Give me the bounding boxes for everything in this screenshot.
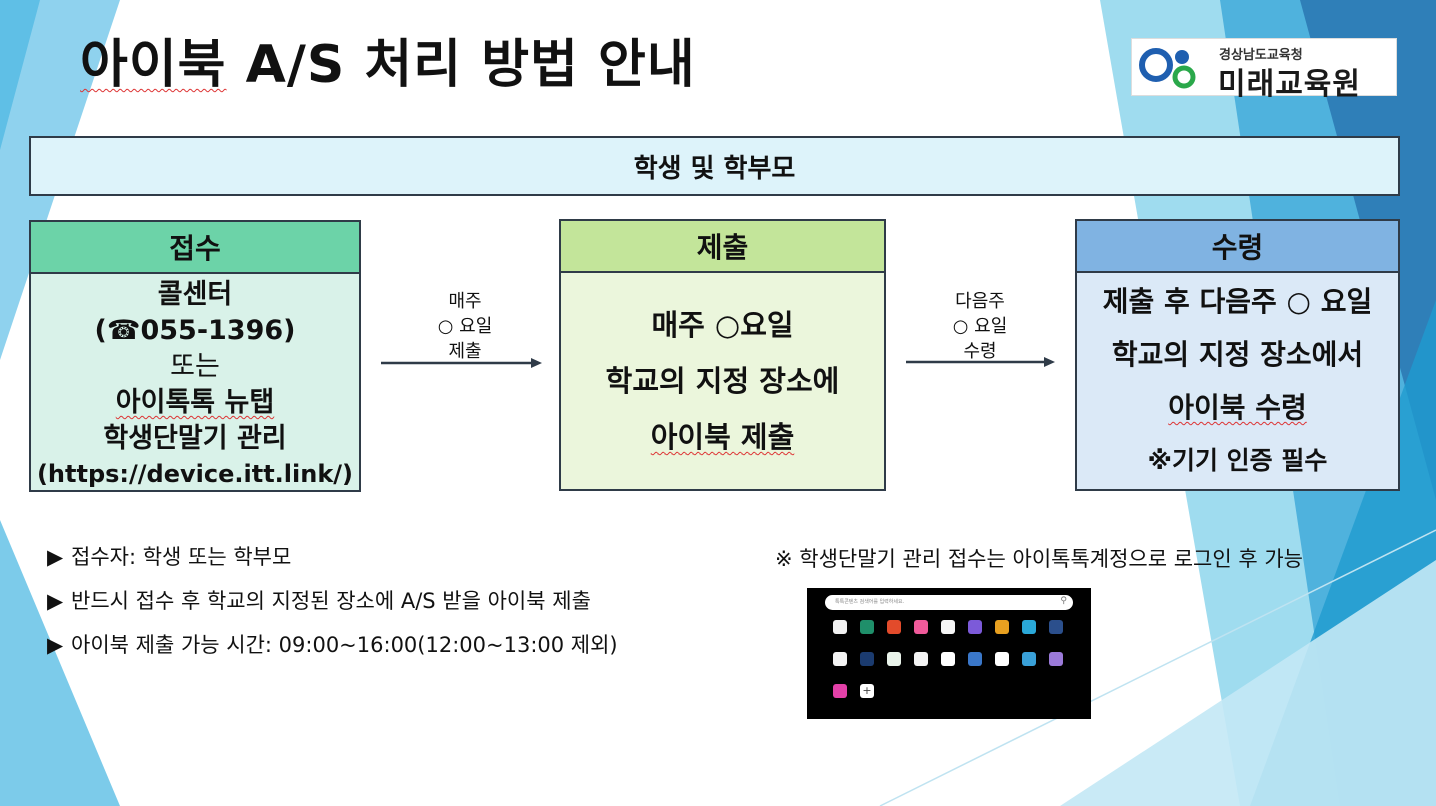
app-icon xyxy=(995,620,1009,634)
step-submit-box: 제출 매주 ○요일 학교의 지정 장소에 아이북 제출 xyxy=(559,219,886,491)
login-note: ※ 학생단말기 관리 접수는 아이톡톡계정으로 로그인 후 가능 xyxy=(775,547,1304,571)
submit-place: 학교의 지정 장소에 xyxy=(605,364,840,398)
app-icon xyxy=(968,652,982,666)
pickup-place: 학교의 지정 장소에서 xyxy=(1111,338,1364,371)
app-icon xyxy=(1049,652,1063,666)
title-word: 아이북 xyxy=(80,35,227,95)
app-icon xyxy=(941,652,955,666)
bullet-item: ▶ 반드시 접수 후 학교의 지정된 장소에 A/S 받을 아이북 제출 xyxy=(47,584,618,628)
step-submit-body: 매주 ○요일 학교의 지정 장소에 아이북 제출 xyxy=(561,273,884,489)
app-icon xyxy=(833,620,847,634)
bullet-arrow-icon: ▶ xyxy=(47,545,64,569)
submit-day: 매주 ○요일 xyxy=(651,308,794,342)
page-title: 아이북 A/S 처리 방법 안내 xyxy=(80,22,696,97)
launcher-app[interactable] xyxy=(883,652,905,666)
arrow-right-icon xyxy=(906,355,1056,369)
launcher-app[interactable] xyxy=(829,652,851,666)
bullet-item: ▶ 접수자: 학생 또는 학부모 xyxy=(47,540,618,584)
launcher-search-placeholder: 톡톡콘텐츠 검색어를 입력하세요. xyxy=(835,599,905,605)
title-rest: A/S 처리 방법 안내 xyxy=(226,35,696,95)
app-launcher-screenshot: 톡톡콘텐츠 검색어를 입력하세요. ⚲ + xyxy=(807,588,1091,719)
bullet-text: 접수자: 학생 또는 학부모 xyxy=(71,545,292,569)
app-icon xyxy=(968,620,982,634)
launcher-app[interactable] xyxy=(910,620,932,634)
bullet-arrow-icon: ▶ xyxy=(47,589,64,613)
pickup-day: 제출 후 다음주 ○ 요일 xyxy=(1102,285,1373,318)
launcher-app[interactable] xyxy=(910,652,932,666)
device-auth-note: ※기기 인증 필수 xyxy=(1147,446,1328,475)
app-icon xyxy=(860,652,874,666)
app-icon xyxy=(995,652,1009,666)
step-pickup-body: 제출 후 다음주 ○ 요일 학교의 지정 장소에서 아이북 수령 ※기기 인증 … xyxy=(1077,273,1398,489)
add-app-button[interactable]: + xyxy=(856,684,878,698)
app-icon xyxy=(1049,620,1063,634)
app-icon xyxy=(833,684,847,698)
arrow-1-label: 매주 ○ 요일 제출 xyxy=(405,289,525,364)
call-center-phone: (☎055-1396) xyxy=(94,315,296,346)
launcher-app[interactable] xyxy=(991,620,1013,634)
or-label: 또는 xyxy=(170,351,220,382)
arrow-2-line-1: 다음주 xyxy=(955,291,1005,312)
arrow-2-label: 다음주 ○ 요일 수령 xyxy=(920,289,1040,364)
pickup-item: 아이북 수령 xyxy=(1168,391,1307,424)
app-icon xyxy=(887,620,901,634)
search-icon: ⚲ xyxy=(1060,596,1067,606)
device-management-link[interactable]: (https://device.itt.link/) xyxy=(36,460,354,488)
step-pickup-header: 수령 xyxy=(1077,221,1398,273)
app-icon xyxy=(887,652,901,666)
step-receive-header: 접수 xyxy=(31,222,359,274)
bullet-text: 아이북 제출 가능 시간: 09:00~16:00(12:00~13:00 제외… xyxy=(71,633,618,657)
launcher-app[interactable] xyxy=(883,620,905,634)
gyeongnam-logo: 경상남도교육청 미래교육원 xyxy=(1131,38,1397,102)
app-icon xyxy=(941,620,955,634)
app-icon xyxy=(1022,652,1036,666)
logo-name: 미래교육원 xyxy=(1218,67,1361,102)
arrow-1-line-3: 제출 xyxy=(448,341,482,362)
target-banner: 학생 및 학부모 xyxy=(29,136,1400,196)
app-icon xyxy=(914,652,928,666)
launcher-app[interactable] xyxy=(991,652,1013,666)
arrow-1-line-1: 매주 xyxy=(448,291,482,312)
add-icon: + xyxy=(860,684,874,698)
launcher-app[interactable] xyxy=(1018,620,1040,634)
bullet-text: 반드시 접수 후 학교의 지정된 장소에 A/S 받을 아이북 제출 xyxy=(71,589,591,613)
bullet-item: ▶ 아이북 제출 가능 시간: 09:00~16:00(12:00~13:00 제… xyxy=(47,628,618,672)
logo-emblem-icon xyxy=(1139,48,1196,89)
launcher-app[interactable] xyxy=(1045,652,1067,666)
step-submit-header: 제출 xyxy=(561,221,884,273)
step-receive-box: 접수 콜센터 (☎055-1396) 또는 아이톡톡 뉴탭 학생단말기 관리 (… xyxy=(29,220,361,492)
launcher-app[interactable] xyxy=(964,652,986,666)
launcher-app[interactable] xyxy=(829,684,851,698)
launcher-search-bar: 톡톡콘텐츠 검색어를 입력하세요. ⚲ xyxy=(825,595,1073,610)
submit-item: 아이북 제출 xyxy=(650,420,795,454)
arrow-right-icon xyxy=(381,356,543,370)
arrow-2-line-2: ○ 요일 xyxy=(952,316,1008,337)
app-icon xyxy=(860,620,874,634)
call-center-label: 콜센터 xyxy=(157,279,233,310)
arrow-2-line-3: 수령 xyxy=(963,341,997,362)
bullet-list: ▶ 접수자: 학생 또는 학부모 ▶ 반드시 접수 후 학교의 지정된 장소에 A/… xyxy=(47,540,618,672)
device-management-label: 학생단말기 관리 xyxy=(103,423,287,454)
step-receive-body: 콜센터 (☎055-1396) 또는 아이톡톡 뉴탭 학생단말기 관리 (htt… xyxy=(31,274,359,492)
launcher-app[interactable] xyxy=(937,620,959,634)
step-pickup-box: 수령 제출 후 다음주 ○ 요일 학교의 지정 장소에서 아이북 수령 ※기기 … xyxy=(1075,219,1400,491)
arrow-1-line-2: ○ 요일 xyxy=(437,316,493,337)
logo-org: 경상남도교육청 xyxy=(1219,48,1303,63)
launcher-app[interactable] xyxy=(856,620,878,634)
itt-newtab-label: 아이톡톡 뉴탭 xyxy=(115,387,275,418)
bullet-arrow-icon: ▶ xyxy=(47,633,64,657)
app-icon xyxy=(1022,620,1036,634)
app-icon xyxy=(833,652,847,666)
launcher-app[interactable] xyxy=(856,652,878,666)
launcher-app[interactable] xyxy=(1045,620,1067,634)
launcher-app[interactable] xyxy=(964,620,986,634)
launcher-app[interactable] xyxy=(937,652,959,666)
launcher-app[interactable] xyxy=(829,620,851,634)
app-icon xyxy=(914,620,928,634)
launcher-app[interactable] xyxy=(1018,652,1040,666)
